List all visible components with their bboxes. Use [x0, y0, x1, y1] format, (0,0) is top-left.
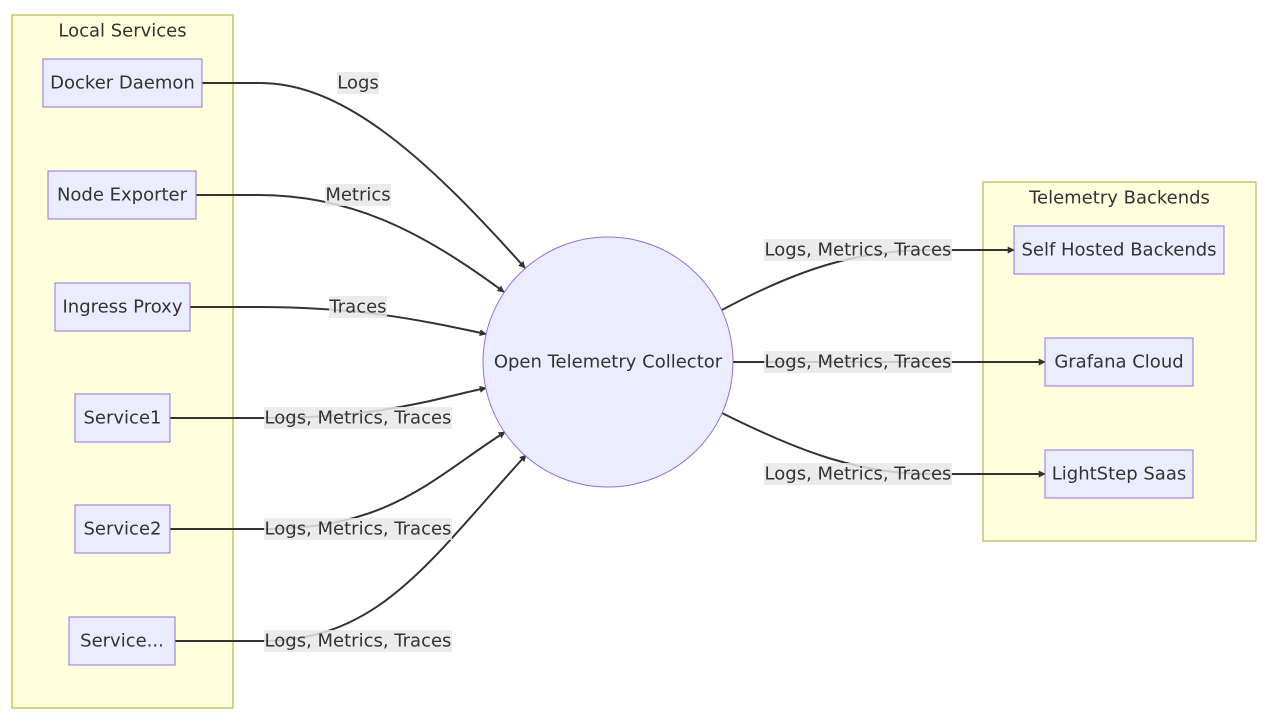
- edge-label-service-more: Logs, Metrics, Traces: [264, 630, 452, 652]
- edge-label-lightstep-text: Logs, Metrics, Traces: [765, 464, 952, 485]
- edge-label-self-hosted-text: Logs, Metrics, Traces: [765, 240, 952, 261]
- cluster-title-local-services: Local Services: [58, 21, 186, 42]
- node-ingress-proxy[interactable]: Ingress Proxy: [54, 282, 191, 332]
- cluster-title-telemetry-backends: Telemetry Backends: [1028, 188, 1210, 209]
- edge-label-grafana: Logs, Metrics, Traces: [764, 351, 952, 373]
- node-self-hosted-backends[interactable]: Self Hosted Backends: [1013, 225, 1225, 275]
- node-lightstep-label: LightStep Saas: [1052, 464, 1187, 485]
- node-node-exporter-label: Node Exporter: [57, 185, 188, 206]
- cluster-local-services: Local Services: [11, 14, 234, 709]
- node-open-telemetry-collector[interactable]: Open Telemetry Collector: [482, 236, 734, 488]
- edge-label-service2: Logs, Metrics, Traces: [264, 518, 452, 540]
- edge-label-ingress-text: Traces: [328, 297, 386, 318]
- edge-label-node-exporter-text: Metrics: [325, 185, 390, 206]
- edge-label-docker-text: Logs: [337, 73, 379, 94]
- node-docker-daemon-label: Docker Daemon: [50, 73, 195, 94]
- node-self-hosted-label: Self Hosted Backends: [1021, 240, 1216, 261]
- edge-label-self-hosted: Logs, Metrics, Traces: [764, 239, 952, 261]
- node-lightstep-saas[interactable]: LightStep Saas: [1044, 449, 1194, 499]
- edge-label-service1-text: Logs, Metrics, Traces: [265, 408, 452, 429]
- edge-label-docker: Logs: [337, 72, 379, 94]
- edge-label-service2-text: Logs, Metrics, Traces: [265, 519, 452, 540]
- node-grafana-cloud[interactable]: Grafana Cloud: [1044, 337, 1194, 387]
- edge-label-node-exporter: Metrics: [325, 184, 391, 206]
- edge-label-lightstep: Logs, Metrics, Traces: [764, 463, 952, 485]
- node-docker-daemon[interactable]: Docker Daemon: [42, 58, 203, 108]
- edge-node-exporter-to-collector: [196, 194, 505, 293]
- edge-label-service-more-text: Logs, Metrics, Traces: [265, 631, 452, 652]
- node-service-more-label: Service...: [80, 631, 164, 652]
- node-collector-label: Open Telemetry Collector: [494, 352, 723, 373]
- edge-label-service1: Logs, Metrics, Traces: [264, 407, 452, 429]
- edge-label-grafana-text: Logs, Metrics, Traces: [765, 352, 952, 373]
- node-ingress-proxy-label: Ingress Proxy: [62, 297, 182, 318]
- node-service-more[interactable]: Service...: [68, 616, 176, 666]
- node-grafana-label: Grafana Cloud: [1054, 352, 1183, 373]
- edge-labels: Logs Metrics Traces Logs, Metrics, Trace…: [264, 72, 952, 652]
- node-service2-label: Service2: [84, 519, 162, 540]
- node-service2[interactable]: Service2: [74, 504, 171, 554]
- node-service1[interactable]: Service1: [74, 393, 171, 443]
- edge-label-ingress: Traces: [328, 296, 387, 318]
- node-node-exporter[interactable]: Node Exporter: [47, 170, 197, 220]
- node-service1-label: Service1: [84, 408, 162, 429]
- edge-docker-to-collector: [202, 82, 526, 269]
